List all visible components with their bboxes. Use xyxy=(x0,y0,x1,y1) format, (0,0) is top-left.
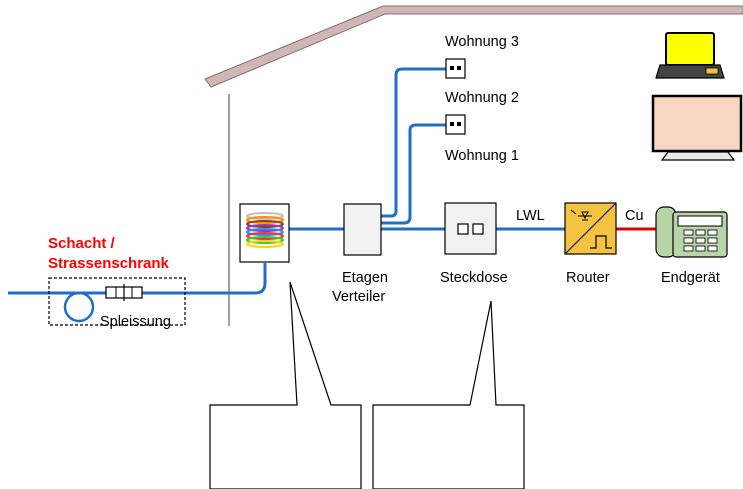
floor-distributor: Etagen Verteiler xyxy=(332,203,388,305)
router-icon xyxy=(564,202,617,255)
wohnung2-label: Wohnung 2 xyxy=(445,90,519,106)
fiber-riser-wohnung3 xyxy=(381,67,446,218)
house-outline xyxy=(204,5,743,326)
verteiler-label: Verteiler xyxy=(332,289,385,305)
lwl-label: LWL xyxy=(516,208,545,224)
spleissung-label: Spleissung xyxy=(100,314,171,330)
fiber-main-line xyxy=(8,263,267,295)
apartment-socket-icon xyxy=(445,58,466,79)
apartment-3: Wohnung 3 xyxy=(445,34,519,79)
wohnung1-label: Wohnung 1 xyxy=(445,148,519,164)
end-device: Endgerät xyxy=(655,206,728,286)
schacht-label: Schacht / xyxy=(48,235,116,252)
wall-socket: Steckdose xyxy=(440,202,508,286)
cu-label: Cu xyxy=(625,208,644,224)
apartment-2: Wohnung 2 xyxy=(445,90,519,135)
telephone-icon xyxy=(655,206,728,258)
wohnung3-label: Wohnung 3 xyxy=(445,34,519,50)
monitor-icon xyxy=(651,94,743,161)
steckdose-label: Steckdose xyxy=(440,270,508,286)
apartment-socket-icon xyxy=(445,114,466,135)
splice-box xyxy=(48,277,186,326)
etagen-label: Etagen xyxy=(342,270,388,286)
wall-socket-icon xyxy=(444,202,497,255)
floor-distributor-icon xyxy=(343,203,382,256)
router: Router xyxy=(564,202,617,286)
splice-enclosure: Spleissung xyxy=(48,277,186,330)
laptop-icon xyxy=(655,32,725,79)
callout-box-1 xyxy=(209,281,362,489)
callout-box-2 xyxy=(372,300,525,489)
roof xyxy=(204,5,743,88)
splice-connector-icon xyxy=(105,284,143,301)
fiber-bundle-icon xyxy=(246,212,284,248)
router-label: Router xyxy=(566,270,610,286)
fiber-riser-wohnung2 xyxy=(381,123,446,225)
fiber-cables xyxy=(8,67,565,295)
endgeraet-label: Endgerät xyxy=(661,270,720,286)
strassenschrank-label: Strassenschrank xyxy=(48,255,170,272)
fiber-bundle-box xyxy=(239,203,290,263)
fiber-spool-icon xyxy=(63,291,95,323)
